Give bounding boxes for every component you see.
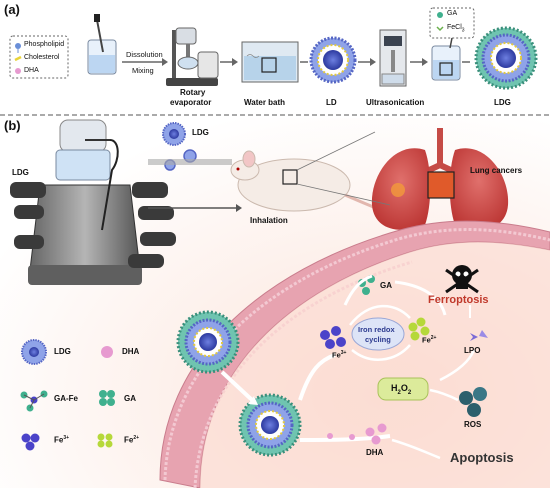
legend-b-ga: GA <box>124 394 136 403</box>
panel-a-label: (a) <box>4 2 20 17</box>
h2o2-o: O <box>400 383 408 393</box>
lungs-illustration <box>371 128 509 230</box>
reagent-fecl3: FeCl3 <box>447 24 465 33</box>
fe3-text: Fe <box>332 350 341 360</box>
reagent-fecl3-text: FeCl <box>447 24 462 31</box>
evaporator-label: evaporator <box>170 98 212 107</box>
legend-b-fe2: Fe2+ <box>124 435 139 445</box>
fe3-label: Fe3+ <box>332 350 346 360</box>
h2o2-sub2: 2 <box>407 389 412 396</box>
fe2-sup: 2+ <box>430 335 437 341</box>
dha-label: DHA <box>366 448 384 457</box>
ros-label: ROS <box>464 420 482 429</box>
inhalation-device <box>10 119 176 285</box>
dha-molecules <box>327 423 387 445</box>
legend-cholesterol: Cholesterol <box>24 54 60 61</box>
legend-b-ga-fe: GA-Fe <box>54 394 78 403</box>
h2o2-box <box>377 377 429 401</box>
ga-top-label: GA <box>380 281 392 290</box>
rotary-evaporator <box>166 27 219 86</box>
ld-label: LD <box>326 98 337 107</box>
cholesterol-icon <box>14 55 22 62</box>
step-dissolution: Dissolution <box>126 50 163 59</box>
dha-icon <box>15 68 21 74</box>
h2o2-sub1: 2 <box>397 389 401 396</box>
h2o2-label: H2O2 <box>391 383 411 396</box>
fe2-label: Fe2+ <box>422 335 436 345</box>
apoptosis-label: Apoptosis <box>450 450 514 465</box>
fe3-cluster <box>320 326 346 349</box>
legend-b-fe3-text: Fe <box>54 435 64 445</box>
ros-cluster <box>459 387 487 417</box>
legend-phospholipid: Phospholipid <box>24 41 65 48</box>
ldg-particle-a <box>474 26 538 90</box>
lpo-label: LPO <box>464 346 481 355</box>
legend-b-fe2-text: Fe <box>124 435 134 445</box>
pipette <box>96 19 104 53</box>
rotary-label: Rotary <box>180 88 206 97</box>
legend-b-fe3: Fe3+ <box>54 435 69 445</box>
ldg-label-a: LDG <box>494 98 511 107</box>
legend-b-fe2-sup: 2+ <box>133 435 140 441</box>
fe2-text: Fe <box>422 335 431 345</box>
ultrasonication-label: Ultrasonication <box>366 98 425 107</box>
phospholipid-icon <box>15 43 21 49</box>
lung-cancers-label: Lung cancers <box>470 166 523 175</box>
ld-liposome <box>309 36 357 84</box>
legend-b-ldg: LDG <box>54 347 71 356</box>
legend-b-dha: DHA <box>122 347 140 356</box>
step-mixing: Mixing <box>132 66 154 75</box>
ferroptosis-label: Ferroptosis <box>428 294 489 306</box>
lpo-icon <box>470 330 488 341</box>
legend-box-a <box>9 35 69 79</box>
legend-dha: DHA <box>24 67 39 74</box>
legend-b-fe3-sup: 3+ <box>63 435 70 441</box>
fe2-cluster <box>408 317 430 341</box>
ldg-top-label: LDG <box>192 128 209 137</box>
inhalation-label: Inhalation <box>250 216 288 225</box>
legend-b-graphics <box>20 339 115 451</box>
panel-b-label: (b) <box>4 118 21 133</box>
water-bath <box>241 41 299 83</box>
iron-redox-bubble <box>351 317 405 351</box>
reagent-fecl3-sub: 3 <box>461 27 465 34</box>
cycling-label: cycling <box>365 335 391 344</box>
fe3-sup: 3+ <box>340 350 347 356</box>
reagent-ga: GA <box>447 10 458 17</box>
water-bath-label: Water bath <box>244 98 286 107</box>
ldg-left-label: LDG <box>12 168 29 177</box>
skull-icon <box>445 265 479 294</box>
h2o2-h: H <box>391 383 398 393</box>
ultrasonicator <box>379 29 407 87</box>
ldg-entering-2 <box>238 393 302 457</box>
iron-redox-label: Iron redox <box>358 325 395 334</box>
ldg-entering-1 <box>176 310 240 374</box>
